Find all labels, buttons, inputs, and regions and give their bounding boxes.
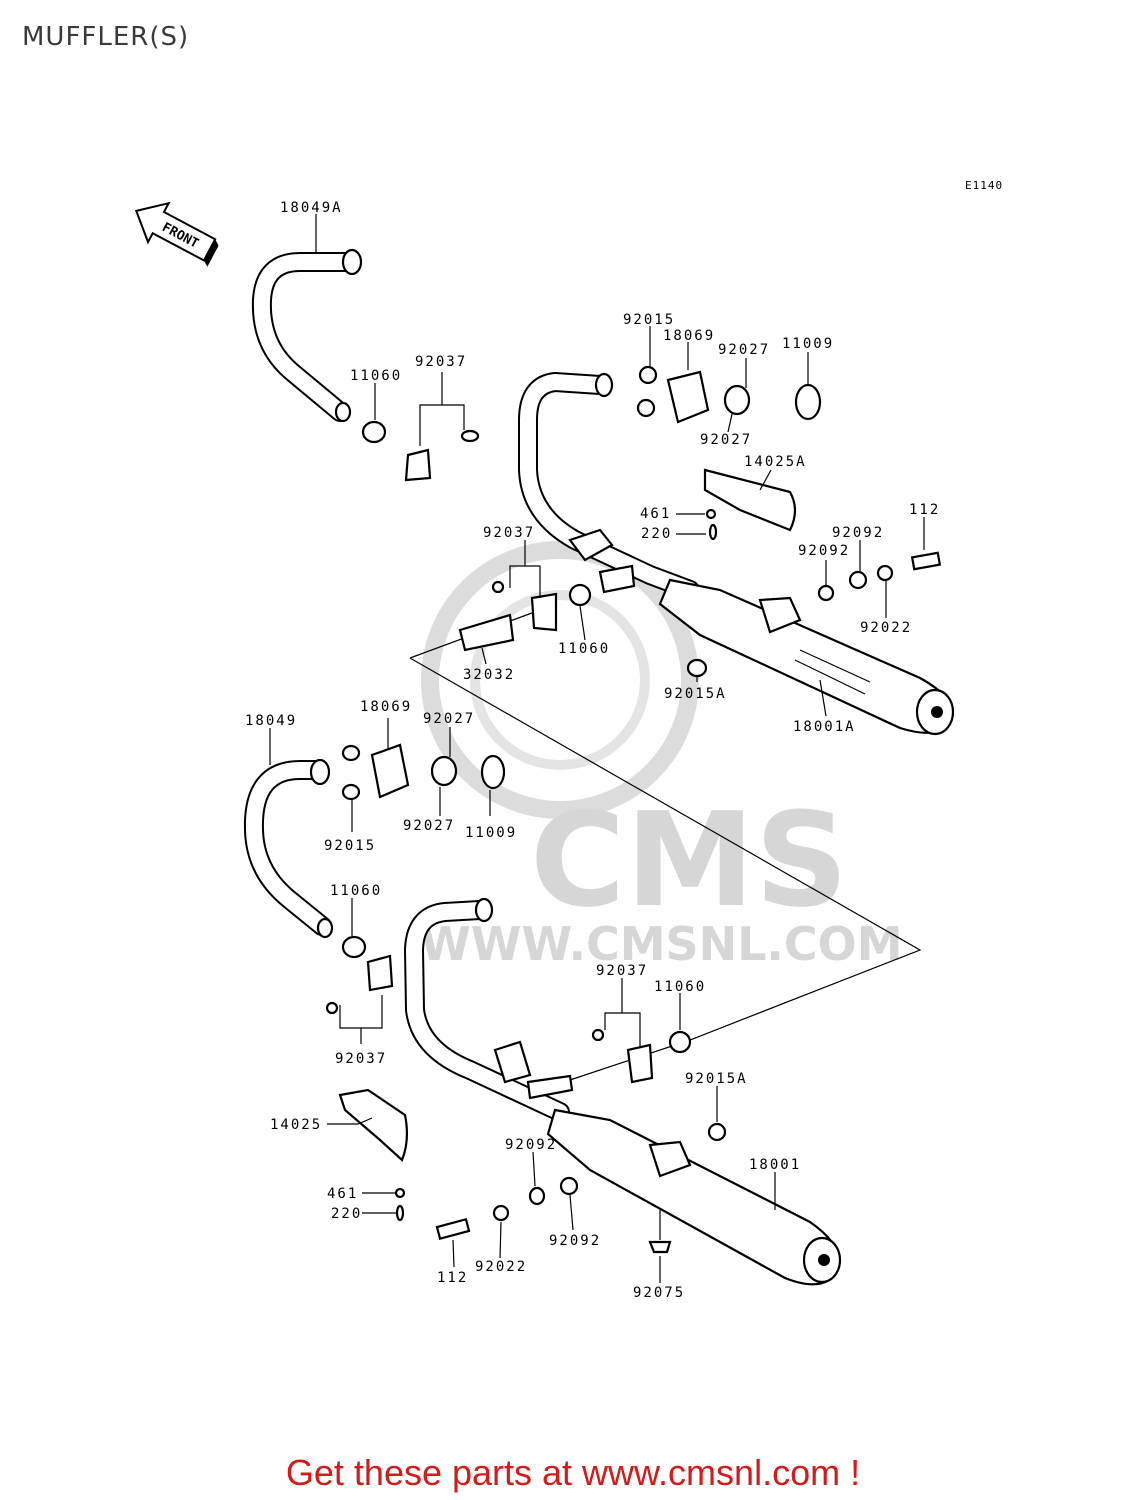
label-112: 112 — [909, 502, 940, 518]
watermark-url-text: WWW.CMSNL.COM — [420, 917, 903, 971]
front-arrow-icon: FRONT — [134, 201, 219, 267]
page-title: MUFFLER(S) — [22, 22, 190, 52]
label-92037: 92037 — [335, 1051, 387, 1067]
label-92092: 92092 — [549, 1233, 601, 1249]
label-11060: 11060 — [558, 641, 610, 657]
label-92022: 92022 — [475, 1259, 527, 1275]
upper-rear-pipe — [518, 372, 700, 600]
label-461: 461 — [640, 506, 671, 522]
lower-rear-pipe — [404, 897, 570, 1122]
label-11009: 11009 — [782, 336, 834, 352]
label-92027: 92027 — [718, 342, 770, 358]
label-92075: 92075 — [633, 1285, 685, 1301]
lower-leader-lines — [269, 718, 776, 1283]
label-18069: 18069 — [663, 328, 715, 344]
upper-muffler — [658, 578, 955, 736]
label-11060: 11060 — [330, 883, 382, 899]
lower-exhaust-pipe — [243, 758, 334, 939]
label-92037: 92037 — [596, 963, 648, 979]
label-92092: 92092 — [832, 525, 884, 541]
watermark: CMS WWW.CMSNL.COM — [420, 541, 903, 971]
label-18001A: 18001A — [793, 719, 856, 735]
label-18001: 18001 — [749, 1157, 801, 1173]
label-11009: 11009 — [465, 825, 517, 841]
upper-small-parts — [361, 365, 942, 678]
label-92015: 92015 — [324, 838, 376, 854]
label-14025A: 14025A — [744, 454, 807, 470]
label-18069: 18069 — [360, 699, 412, 715]
label-18049A: 18049A — [280, 200, 343, 216]
label-14025: 14025 — [270, 1117, 322, 1133]
part-labels: 18049A 11060 92037 92015 18069 92027 110… — [245, 200, 940, 1301]
label-220: 220 — [641, 526, 672, 542]
watermark-logo-text: CMS — [530, 784, 848, 936]
lower-muffler — [546, 1108, 842, 1286]
label-11060: 11060 — [350, 368, 402, 384]
label-92092: 92092 — [505, 1137, 557, 1153]
label-92015A: 92015A — [685, 1071, 748, 1087]
label-220: 220 — [331, 1206, 362, 1222]
label-92092: 92092 — [798, 543, 850, 559]
label-92027: 92027 — [423, 711, 475, 727]
label-18049: 18049 — [245, 713, 297, 729]
label-92027: 92027 — [700, 432, 752, 448]
footer-link[interactable]: Get these parts at www.cmsnl.com ! — [285, 1452, 861, 1493]
label-461: 461 — [327, 1186, 358, 1202]
upper-exhaust-pipe — [251, 248, 363, 423]
label-92037: 92037 — [415, 354, 467, 370]
label-32032: 32032 — [463, 667, 515, 683]
upper-leader-lines — [315, 214, 925, 717]
label-11060: 11060 — [654, 979, 706, 995]
label-92015: 92015 — [623, 312, 675, 328]
lower-small-parts — [325, 743, 727, 1254]
label-92022: 92022 — [860, 620, 912, 636]
label-92015A: 92015A — [664, 686, 727, 702]
label-92037: 92037 — [483, 525, 535, 541]
label-92027: 92027 — [403, 818, 455, 834]
diagram-code: E1140 — [965, 179, 1003, 192]
label-112: 112 — [437, 1270, 468, 1286]
